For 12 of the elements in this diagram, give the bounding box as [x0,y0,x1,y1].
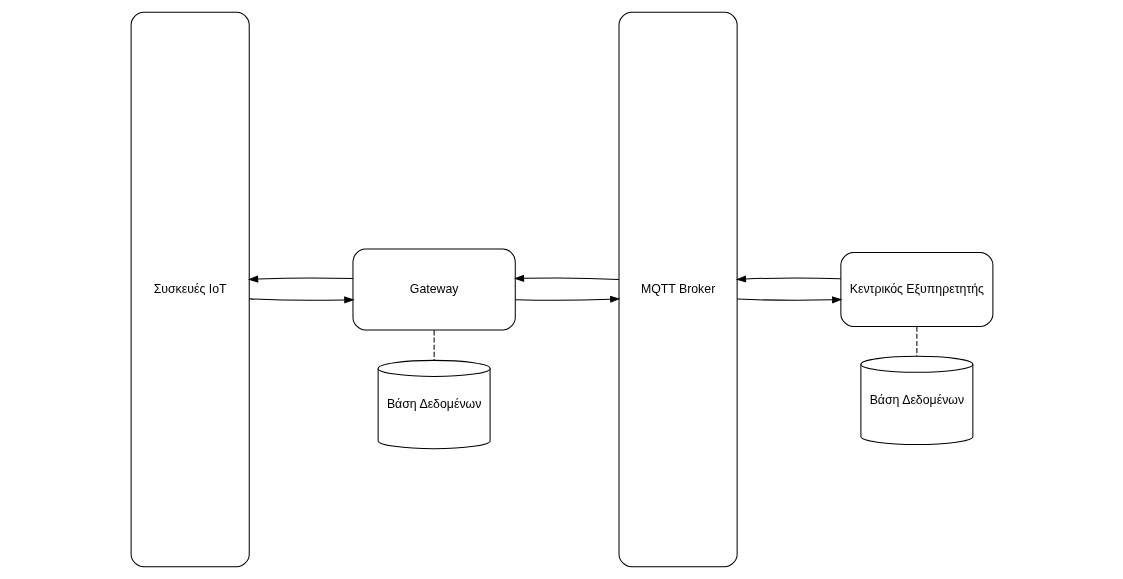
arrow [247,275,353,283]
arrow [736,296,842,304]
connector [915,326,917,357]
connector [433,329,435,361]
arrow [513,274,619,282]
arrow [514,295,620,303]
node-box: Κεντρικός Εξυπηρετητής [839,252,993,327]
arrow [735,275,841,283]
node-box: Συσκευές IoT [130,11,250,568]
arrow [248,296,354,304]
node-box: MQTT Broker [618,11,738,568]
node-box: Gateway [351,248,516,331]
